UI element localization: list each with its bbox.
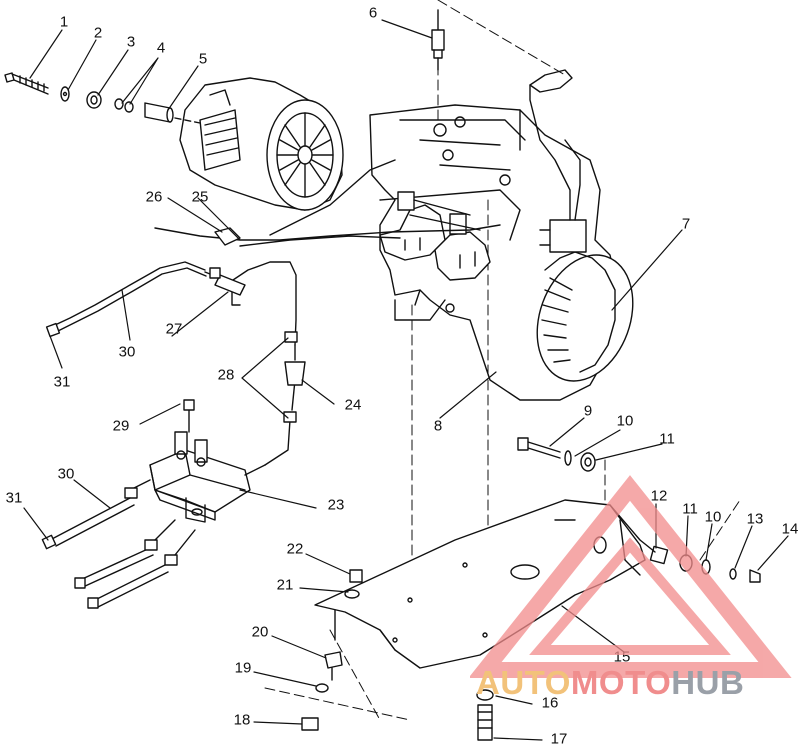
callout-21: 21 [276, 576, 294, 594]
callout-13: 13 [746, 510, 764, 528]
callout-12: 12 [650, 487, 668, 505]
watermark-text: AUTOMOTOHUB [476, 664, 744, 702]
fuel-pump [124, 399, 266, 523]
callout-29: 29 [112, 417, 130, 435]
clutch-bolt-assembly [4, 72, 201, 124]
callout-27: 27 [165, 320, 183, 338]
watermark-hub: HUB [671, 664, 745, 701]
callout-16: 16 [541, 694, 559, 712]
callout-10: 10 [616, 412, 634, 430]
callout-28: 28 [217, 366, 235, 384]
callout-30: 30 [118, 343, 136, 361]
callout-3: 3 [126, 33, 136, 51]
callout-20: 20 [251, 623, 269, 641]
callout-9: 9 [583, 402, 593, 420]
callout-17: 17 [550, 730, 568, 746]
leader-lines [23, 19, 789, 741]
callout-24: 24 [344, 396, 362, 414]
callout-31: 31 [53, 373, 71, 391]
carburetors [379, 191, 491, 281]
flywheel-recoil-housing [536, 251, 634, 382]
callout-22: 22 [286, 540, 304, 558]
callout-23: 23 [327, 496, 345, 514]
callout-2: 2 [93, 24, 103, 42]
watermark-moto: MOTO [570, 664, 672, 701]
ignition-coil [529, 69, 587, 253]
callout-30b: 30 [57, 465, 75, 483]
callout-6: 6 [368, 4, 378, 22]
watermark-auto: AUTO [476, 664, 571, 701]
lower-mount-hardware [301, 569, 494, 741]
callout-4: 4 [156, 39, 166, 57]
callout-8: 8 [433, 417, 443, 435]
callout-1: 1 [59, 13, 69, 31]
callout-7: 7 [681, 215, 691, 233]
drive-clutch [179, 77, 344, 211]
callout-19: 19 [234, 659, 252, 677]
callout-31b: 31 [5, 489, 23, 507]
callout-11: 11 [659, 430, 675, 448]
watermark-triangle-logo [470, 475, 792, 678]
callout-5: 5 [198, 50, 208, 68]
spark-plug [431, 9, 445, 71]
fuel-lines [45, 261, 306, 466]
callout-18: 18 [233, 711, 251, 729]
lower-fuel-lines [41, 497, 196, 609]
callout-26: 26 [145, 188, 163, 206]
callout-14: 14 [781, 520, 799, 538]
callout-11b: 11 [682, 500, 698, 518]
throttle-cables [154, 159, 501, 247]
callout-25: 25 [191, 188, 209, 206]
callout-10b: 10 [704, 508, 722, 526]
